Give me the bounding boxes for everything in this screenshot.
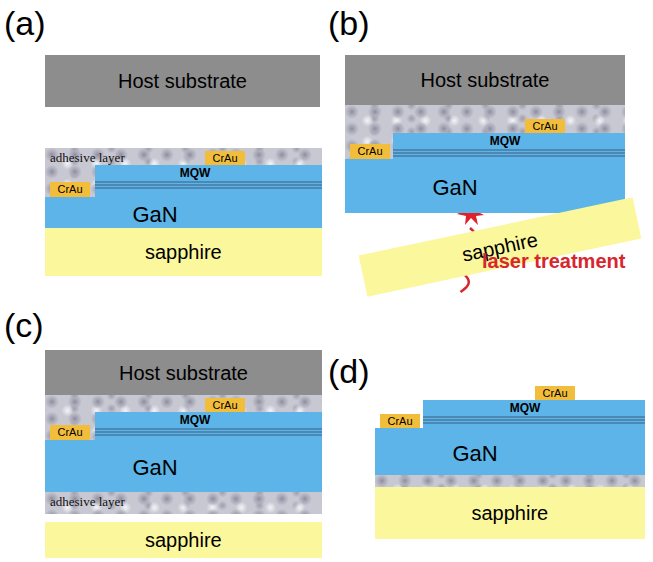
gan-shape [375,400,645,475]
sapphire-substrate: sapphire [375,487,645,539]
sapphire-substrate: sapphire [45,228,322,276]
crau-contact: CrAu [350,144,390,159]
mqw-line [393,156,625,157]
mqw-line [423,423,645,424]
adhesive-layer: adhesive layer [45,492,322,514]
mqw-line [393,150,625,151]
gan-layer: MQW GaN [375,400,645,475]
gan-label: GaN [132,203,177,227]
mqw-label: MQW [490,135,521,148]
sapphire-substrate-label: sapphire [472,502,549,524]
sapphire-substrate: sapphire [45,522,322,558]
crau-contact-label: CrAu [358,145,383,158]
sapphire-substrate-label: sapphire [145,529,222,551]
panel-label: (c) [4,306,44,345]
crau-contact-label: CrAu [58,183,83,196]
host-substrate: Host substrate [45,350,322,395]
crau-contact: CrAu [50,425,90,440]
gan-outline [345,133,625,213]
crau-contact: CrAu [525,119,565,134]
mqw-line [423,417,645,418]
mqw-label: MQW [510,402,541,415]
crau-contact: CrAu [205,151,245,166]
gan-shape [345,133,625,213]
mqw-label: MQW [180,414,211,427]
mqw-line [95,435,322,436]
crau-contact-label: CrAu [213,399,238,412]
crau-contact: CrAu [535,386,575,401]
crau-contact: CrAu [205,398,245,413]
laser-label: laser treatment [482,250,625,273]
host-substrate-label: Host substrate [421,69,550,91]
crau-contact: CrAu [380,414,420,429]
adhesive-layer [375,474,645,487]
mqw-line [95,185,322,186]
host-substrate-label: Host substrate [119,362,248,384]
mqw-line [95,432,322,433]
crau-contact: CrAu [50,182,90,197]
crau-contact-label: CrAu [388,415,413,428]
gan-layer: MQW GaN [345,133,625,213]
host-substrate: Host substrate [45,55,320,107]
crau-contact-label: CrAu [543,387,568,400]
sapphire-substrate-label: sapphire [145,241,222,263]
panel-label: (a) [4,4,46,43]
crau-contact-label: CrAu [213,152,238,165]
mqw-line [95,188,322,189]
gan-layer: MQW GaN [45,165,322,228]
gan-label: GaN [132,456,177,480]
gan-shape [45,412,322,492]
panel-label: (d) [328,352,370,391]
host-substrate-label: Host substrate [118,70,247,92]
mqw-line [393,153,625,154]
adhesive-layer-label: adhesive layer [50,150,125,165]
gan-layer: MQW GaN [45,412,322,492]
mqw-line [95,429,322,430]
mqw-line [95,182,322,183]
panel-label: (b) [328,4,370,43]
mqw-line [423,420,645,421]
gan-shape [45,165,322,228]
mqw-label: MQW [180,167,211,180]
gan-label: GaN [432,176,477,200]
crau-contact-label: CrAu [58,426,83,439]
adhesive-layer-label: adhesive layer [50,494,125,509]
host-substrate: Host substrate [345,55,625,105]
crau-contact-label: CrAu [533,120,558,133]
gan-label: GaN [452,442,497,466]
